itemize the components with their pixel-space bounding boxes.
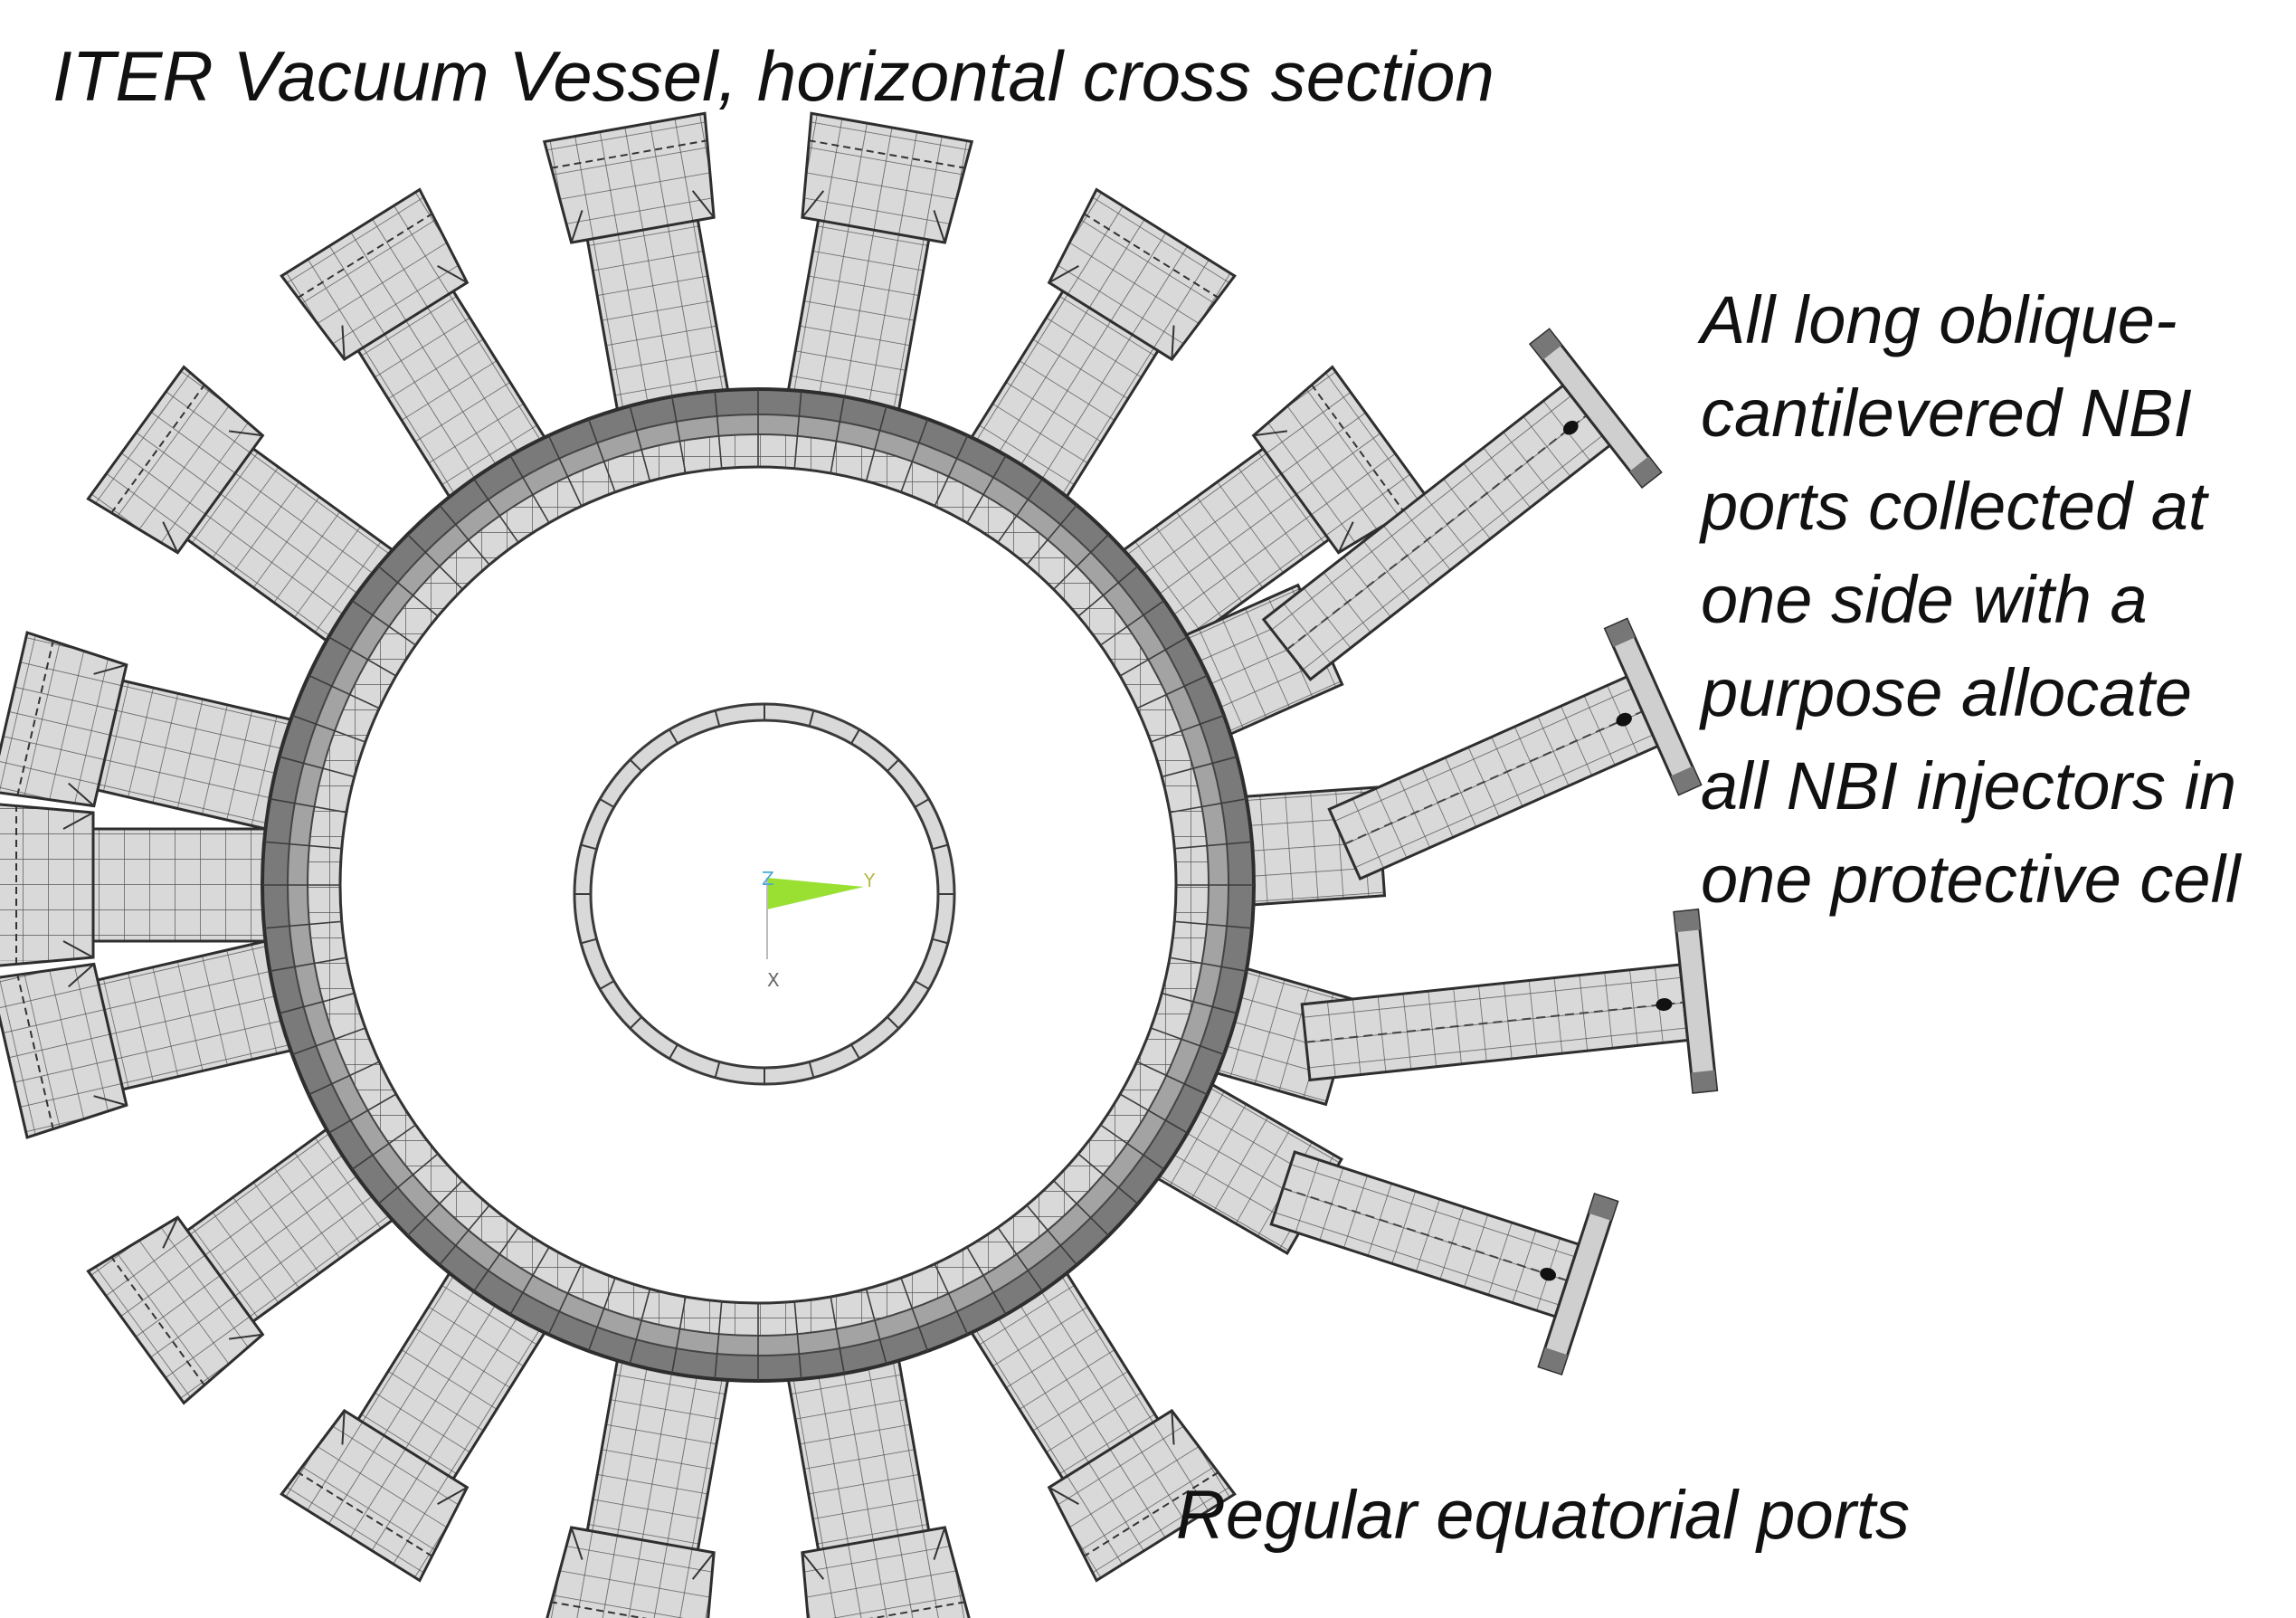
nbi-annotation-line: cantilevered NBI [1701, 376, 2192, 451]
equatorial-port [542, 111, 734, 433]
coordinate-triad: Z Y X [762, 868, 876, 991]
nbi-ports [1136, 328, 1719, 1376]
nbi-port [1193, 908, 1719, 1107]
equatorial-port [0, 803, 289, 967]
inner-ring [573, 702, 956, 1086]
nbi-annotation-line: one side with a [1701, 562, 2148, 637]
nbi-annotation-line: All long oblique- [1701, 282, 2177, 357]
regular-equatorial-ports [0, 111, 1430, 1618]
nbi-port [1221, 617, 1703, 909]
nbi-annotation: All long oblique- cantilevered NBI ports… [1701, 273, 2289, 926]
nbi-port [1163, 328, 1663, 746]
nbi-annotation-line: all NBI injectors in [1701, 748, 2237, 823]
nbi-annotation-line: one protective cell [1701, 842, 2241, 917]
triad-x-label: X [767, 969, 780, 991]
nbi-annotation-line: purpose allocate [1701, 655, 2193, 730]
triad-z-label: Z [762, 868, 774, 890]
equatorial-port [783, 111, 974, 433]
equatorial-port [542, 1337, 734, 1618]
triad-y-label: Y [863, 870, 876, 891]
nbi-annotation-line: ports collected at [1701, 469, 2207, 544]
figure-title: ITER Vacuum Vessel, horizontal cross sec… [52, 36, 1494, 116]
regular-ports-label: Regular equatorial ports [1176, 1477, 1911, 1554]
equatorial-port [0, 631, 315, 836]
